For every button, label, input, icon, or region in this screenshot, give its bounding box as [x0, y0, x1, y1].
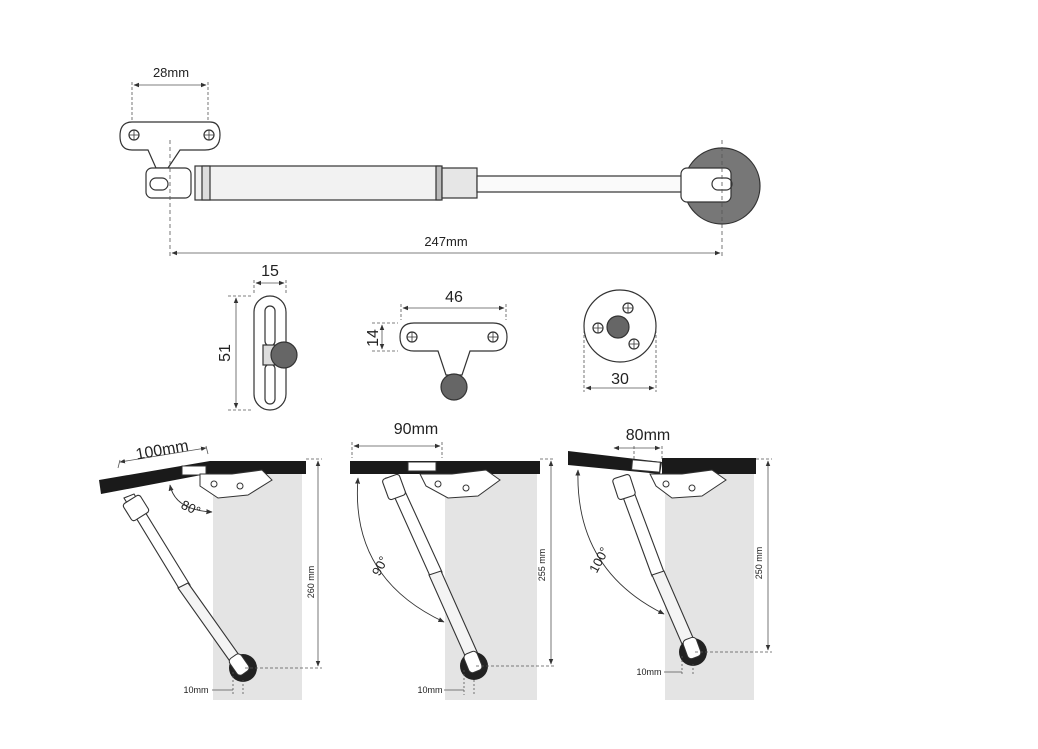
install-80-bottom: 10mm: [183, 685, 208, 695]
bracket-height-label: 14: [365, 329, 382, 347]
install-100-height: 250 mm: [754, 547, 764, 580]
cabinet-side: [665, 474, 754, 700]
strut-seal: [441, 167, 478, 199]
disc-detail: [583, 289, 657, 363]
total-length-label: 247mm: [424, 234, 467, 249]
cabinet-side: [213, 474, 302, 700]
install-90-height: 255 mm: [537, 549, 547, 582]
install-90: [350, 442, 555, 700]
cabinet-top: [210, 461, 306, 474]
cabinet-side: [445, 474, 537, 700]
install-80: [99, 445, 322, 700]
disc-width-label: 30: [611, 371, 629, 388]
install-100-offset: 80mm: [626, 427, 670, 444]
slot-width-label: 15: [261, 263, 279, 280]
strut-rod-end: [680, 167, 732, 203]
bracket-spacing-label: 28mm: [153, 65, 189, 80]
cabinet-top: [662, 458, 756, 474]
slot-height-label: 51: [217, 344, 234, 362]
install-100: [568, 445, 772, 700]
slot-plate-detail: [253, 295, 298, 411]
bracket-width-label: 46: [445, 289, 463, 306]
install-90-bottom: 10mm: [417, 685, 442, 695]
strut-rod: [476, 175, 683, 193]
install-80-height: 260 mm: [306, 566, 316, 599]
cabinet-top: [443, 461, 540, 474]
install-90-offset: 90mm: [394, 421, 438, 438]
strut-cylinder: [194, 165, 441, 201]
top-dimensions: [131, 82, 723, 258]
install-80-angle: 80°: [179, 497, 203, 519]
strut-top-view: [119, 121, 761, 225]
install-100-bottom: 10mm: [636, 667, 661, 677]
bracket-detail: [399, 322, 508, 401]
install-80-offset: 100mm: [134, 438, 190, 464]
